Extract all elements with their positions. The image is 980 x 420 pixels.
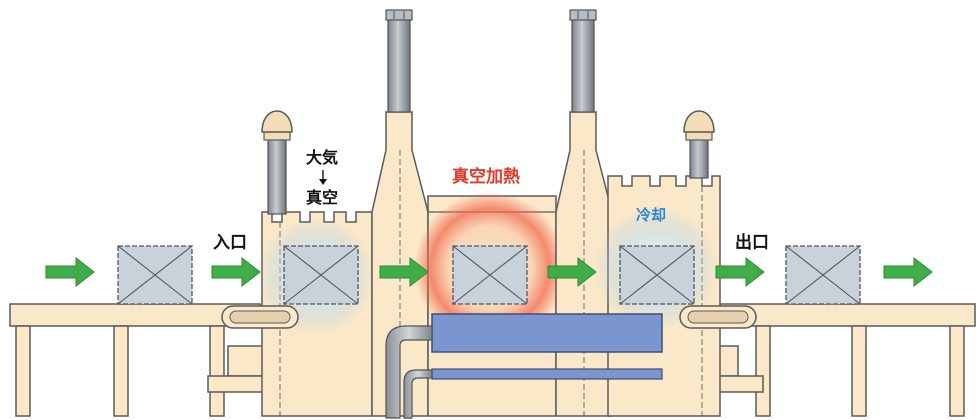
vacuum-heating-label: 真空加熱 xyxy=(452,166,520,187)
exit-label: 出口 xyxy=(735,232,769,253)
gas-duct xyxy=(431,313,663,380)
flow-arrow-icon xyxy=(715,257,765,287)
right-conveyor xyxy=(719,303,976,417)
workpiece-box-icon xyxy=(283,245,359,305)
cooling-label: 冷却 xyxy=(636,206,666,224)
workpiece-box-icon xyxy=(452,245,528,305)
entry-roller xyxy=(221,305,299,329)
entry-lift-rod xyxy=(261,110,293,215)
flow-arrow-icon xyxy=(211,257,261,287)
vacuum-label: 真空 xyxy=(306,188,338,207)
exit-roller xyxy=(679,305,757,329)
exit-lift-rod xyxy=(683,110,715,179)
flow-arrow-icon xyxy=(883,257,933,287)
entrance-label: 入口 xyxy=(213,233,247,253)
vacuum-pipes xyxy=(385,325,433,419)
workpiece-box-icon xyxy=(117,245,193,305)
atmosphere-label: 大気 xyxy=(306,148,338,167)
workpiece-box-icon xyxy=(785,245,861,305)
workpiece-box-icon xyxy=(619,245,695,305)
left-conveyor xyxy=(9,303,261,417)
down-arrow-icon xyxy=(319,170,327,185)
flow-arrow-icon xyxy=(45,257,95,287)
right-tower xyxy=(555,9,613,417)
